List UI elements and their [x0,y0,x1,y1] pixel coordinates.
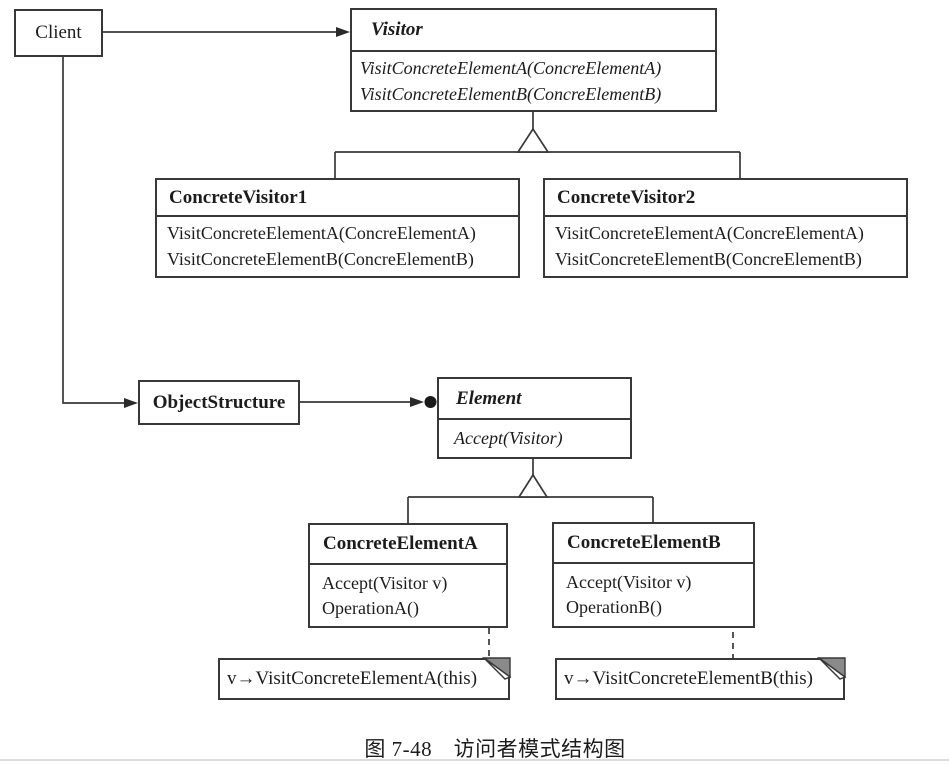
method: OperationB() [566,597,662,617]
class-concrete-visitor-1-methods: VisitConcreteElementA(ConcreElementA) Vi… [157,217,518,272]
class-visitor-methods: VisitConcreteElementA(ConcreElementA) Vi… [352,52,715,107]
class-element-name: Element [439,379,630,420]
client-objectstructure-arrow [62,57,126,404]
method: Accept(Visitor v) [322,573,448,593]
class-element-methods: Accept(Visitor) [439,420,630,451]
class-concrete-visitor-1-name: ConcreteVisitor1 [157,180,518,217]
method: VisitConcreteElementA(ConcreElementA) [555,223,864,243]
class-concrete-visitor-2: ConcreteVisitor2 VisitConcreteElementA(C… [543,178,908,278]
method: VisitConcreteElementB(ConcreElementB) [167,249,474,269]
note-a-text: v→VisitConcreteElementA(this) [227,668,478,689]
class-client-label: Client [35,22,82,43]
class-concrete-element-a-name: ConcreteElementA [310,525,506,565]
note-b-text: v→VisitConcreteElementB(this) [564,668,813,689]
note-a: v→VisitConcreteElementA(this) [218,658,510,700]
figure-caption: 图 7-48 访问者模式结构图 [364,737,626,761]
class-element: Element Accept(Visitor) [437,377,632,459]
class-concrete-element-a-methods: Accept(Visitor v) OperationA() [310,565,506,621]
arrowhead-element [410,397,424,407]
method: VisitConcreteElementB(ConcreElementB) [360,84,662,104]
class-concrete-visitor-1: ConcreteVisitor1 VisitConcreteElementA(C… [155,178,520,278]
method: VisitConcreteElementA(ConcreElementA) [360,58,662,78]
class-object-structure: ObjectStructure [138,380,300,425]
note-a-fold-icon [482,657,512,680]
note-b: v→VisitConcreteElementB(this) [555,658,845,700]
page-edge-line [0,759,949,761]
class-concrete-visitor-2-name: ConcreteVisitor2 [545,180,906,217]
class-concrete-element-b-name: ConcreteElementB [554,524,753,564]
note-b-fold-icon [817,657,847,680]
method: Accept(Visitor v) [566,572,692,592]
class-concrete-element-b-methods: Accept(Visitor v) OperationB() [554,564,753,620]
class-concrete-element-a: ConcreteElementA Accept(Visitor v) Opera… [308,523,508,628]
composition-dot [424,396,437,408]
arrowhead-objectstructure [124,398,138,408]
generalization-triangle-element [517,473,549,498]
method: VisitConcreteElementA(ConcreElementA) [167,223,476,243]
class-client: Client [14,9,103,57]
arrowhead-visitor [336,27,350,37]
method: OperationA() [322,598,419,618]
class-concrete-element-b: ConcreteElementB Accept(Visitor v) Opera… [552,522,755,628]
class-visitor-name: Visitor [352,10,715,52]
generalization-triangle-visitor [516,127,550,153]
class-concrete-visitor-2-methods: VisitConcreteElementA(ConcreElementA) Vi… [545,217,906,272]
class-object-structure-label: ObjectStructure [152,391,286,413]
class-visitor: Visitor VisitConcreteElementA(ConcreElem… [350,8,717,112]
method: VisitConcreteElementB(ConcreElementB) [555,249,862,269]
method: Accept(Visitor) [454,428,563,448]
